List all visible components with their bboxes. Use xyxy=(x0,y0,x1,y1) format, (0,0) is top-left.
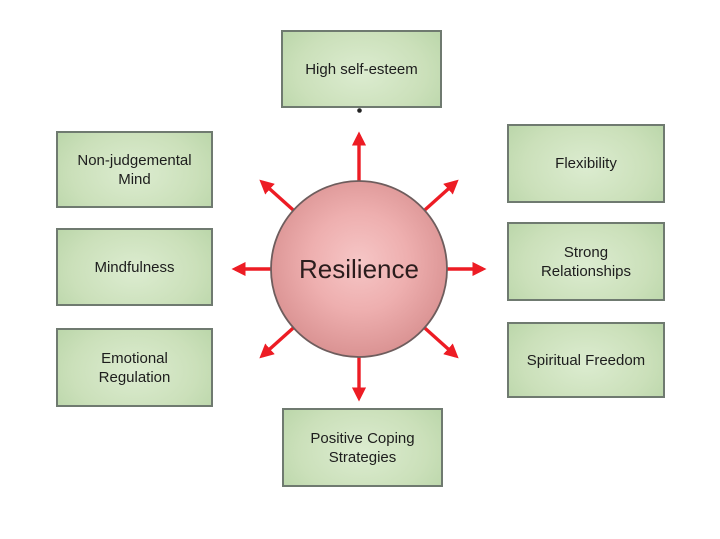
node-label: Strong Relationships xyxy=(540,243,632,280)
node-label: Flexibility xyxy=(555,155,617,172)
node-label: Positive Coping Strategies xyxy=(310,429,415,466)
node-high-self-esteem: High self-esteem xyxy=(281,30,442,108)
connector-dot xyxy=(357,108,362,113)
node-label: High self-esteem xyxy=(305,60,418,78)
node-spiritual-freedom: Spiritual Freedom xyxy=(507,322,665,398)
center-circle-label: Resilience xyxy=(299,254,419,284)
node-non-judgemental-mind: Non-judgemental Mind xyxy=(56,131,213,208)
node-label: Emotional Regulation xyxy=(98,349,171,386)
node-label: Mindfulness xyxy=(94,258,175,276)
node-label: Spiritual Freedom xyxy=(526,351,646,369)
node-label: Non-judgemental Mind xyxy=(77,151,192,188)
node-positive-coping-strategies: Positive Coping Strategies xyxy=(282,408,443,487)
node-strong-relationships: Strong Relationships xyxy=(507,222,665,301)
node-mindfulness: Mindfulness xyxy=(56,228,213,306)
node-emotional-regulation: Emotional Regulation xyxy=(56,328,213,407)
node-flexibility: Flexibility xyxy=(507,124,665,203)
center-circle xyxy=(270,180,448,358)
